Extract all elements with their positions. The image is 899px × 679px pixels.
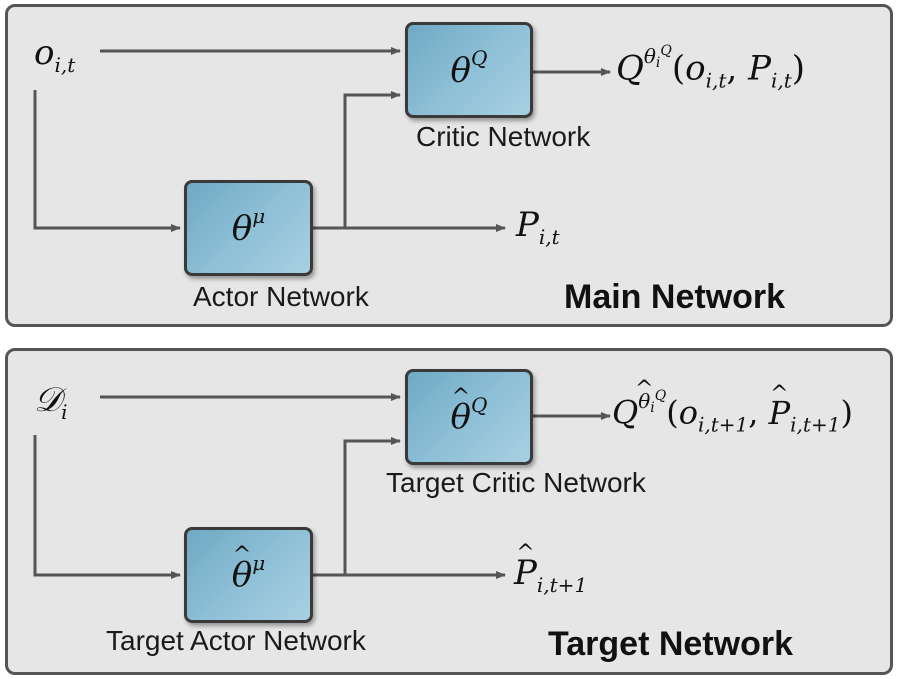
actor-network-label: Actor Network [193, 281, 369, 312]
target-critic-q-value-output: QθiQ(oi,t+1, Pi,t+1) [612, 388, 853, 437]
actor-parameter-symbol: θμ [231, 203, 266, 249]
target-actor-network-block: θμ [184, 527, 313, 623]
target-critic-parameter-symbol: θQ [451, 393, 488, 437]
target-input-replay-buffer: 𝒟i [34, 380, 68, 424]
target-critic-network-block: θQ [405, 369, 533, 465]
main-network-title: Main Network [564, 278, 786, 316]
main-actor-to-critic-arrow [343, 91, 401, 228]
actor-network-block: θμ [184, 180, 313, 276]
main-input-to-actor-arrow [33, 90, 181, 232]
main-input-observation: oi,t [34, 33, 76, 77]
target-network-title: Target Network [548, 625, 793, 663]
target-input-to-actor-arrow [33, 435, 181, 579]
critic-parameter-symbol: θQ [450, 45, 488, 91]
critic-q-value-output: QθiQ(oi,t, Pi,t) [616, 43, 806, 93]
target-actor-parameter-symbol: θμ [232, 551, 265, 595]
critic-network-block: θQ [405, 22, 533, 118]
target-critic-network-label: Target Critic Network [386, 467, 646, 498]
target-actor-network-label: Target Actor Network [106, 625, 366, 656]
target-actor-to-critic-arrow [343, 437, 401, 575]
target-actor-action-output: Pi,t+1 [514, 553, 587, 597]
critic-network-label: Critic Network [416, 121, 591, 152]
actor-action-output: Pi,t [516, 205, 560, 249]
